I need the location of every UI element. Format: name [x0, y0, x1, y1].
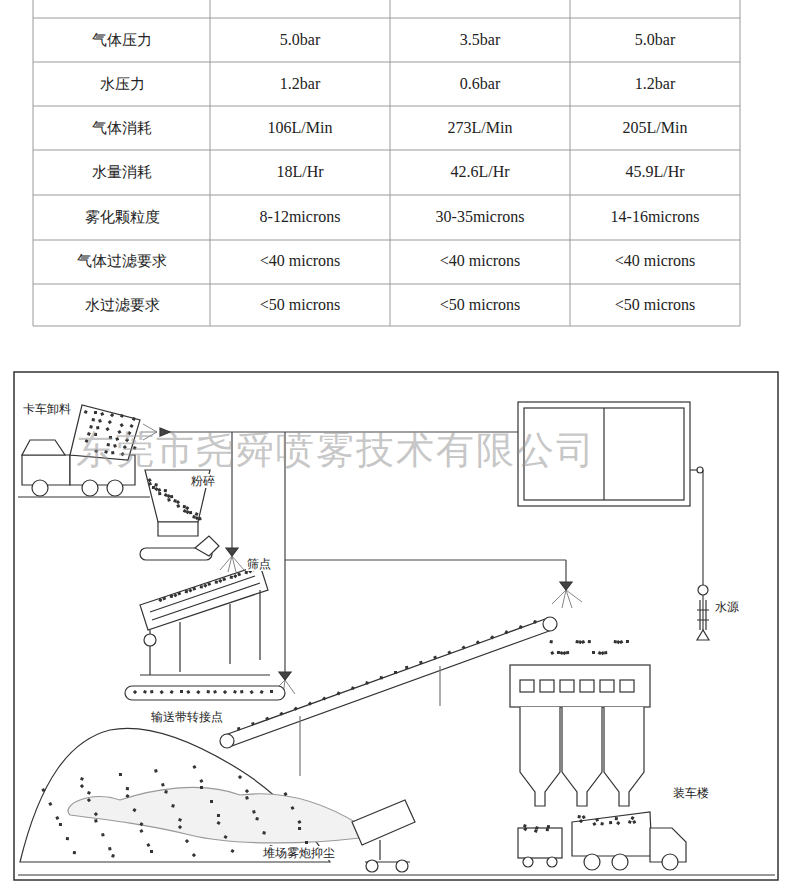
table-cell: 5.0bar	[280, 30, 320, 49]
stage-label: 粉碎	[190, 474, 216, 488]
table-cell: 5.0bar	[635, 30, 675, 49]
table-cell: 273L/Min	[448, 118, 513, 137]
table-cell: <40 microns	[440, 251, 521, 270]
stage-label: 卡车卸料	[22, 402, 72, 416]
table-cell: <50 microns	[440, 295, 521, 314]
table-cell: 18L/Hr	[276, 162, 323, 181]
table-cell: 3.5bar	[460, 30, 500, 49]
table-cell: 14-16microns	[611, 207, 700, 226]
table-cell: <40 microns	[260, 251, 341, 270]
table-cell: 205L/Min	[623, 118, 688, 137]
watermark: 东莞市尧舜喷雾技术有限公司	[76, 428, 596, 474]
stage-label: 装车楼	[672, 786, 710, 800]
stage-label: 堆场雾炮抑尘	[262, 846, 336, 860]
table-cell: <40 microns	[615, 251, 696, 270]
table-cell: 30-35microns	[436, 207, 525, 226]
table-cell: <50 microns	[615, 295, 696, 314]
stage-label: 筛点	[246, 557, 272, 571]
material-particles	[41, 410, 636, 858]
row-header: 气体压力	[92, 31, 152, 49]
table-cell: 1.2bar	[280, 74, 320, 93]
stage-label: 输送带转接点	[150, 710, 224, 724]
row-header: 气体过滤要求	[77, 252, 167, 270]
table-cell: 45.9L/Hr	[625, 162, 684, 181]
table-cell: 1.2bar	[635, 74, 675, 93]
stage-label: 水源	[714, 600, 740, 614]
table-cell: 106L/Min	[268, 118, 333, 137]
frame	[14, 372, 778, 880]
row-header: 雾化颗粒度	[85, 208, 160, 226]
drawing	[18, 402, 775, 875]
table-cell: 8-12microns	[260, 207, 341, 226]
row-header: 水量消耗	[92, 163, 152, 181]
row-header: 水压力	[100, 75, 145, 93]
table-cell: 42.6L/Hr	[450, 162, 509, 181]
row-header: 气体消耗	[92, 119, 152, 137]
row-header: 水过滤要求	[85, 296, 160, 314]
table-cell: <50 microns	[260, 295, 341, 314]
table-cell: 0.6bar	[460, 74, 500, 93]
table-grid	[33, 0, 740, 326]
